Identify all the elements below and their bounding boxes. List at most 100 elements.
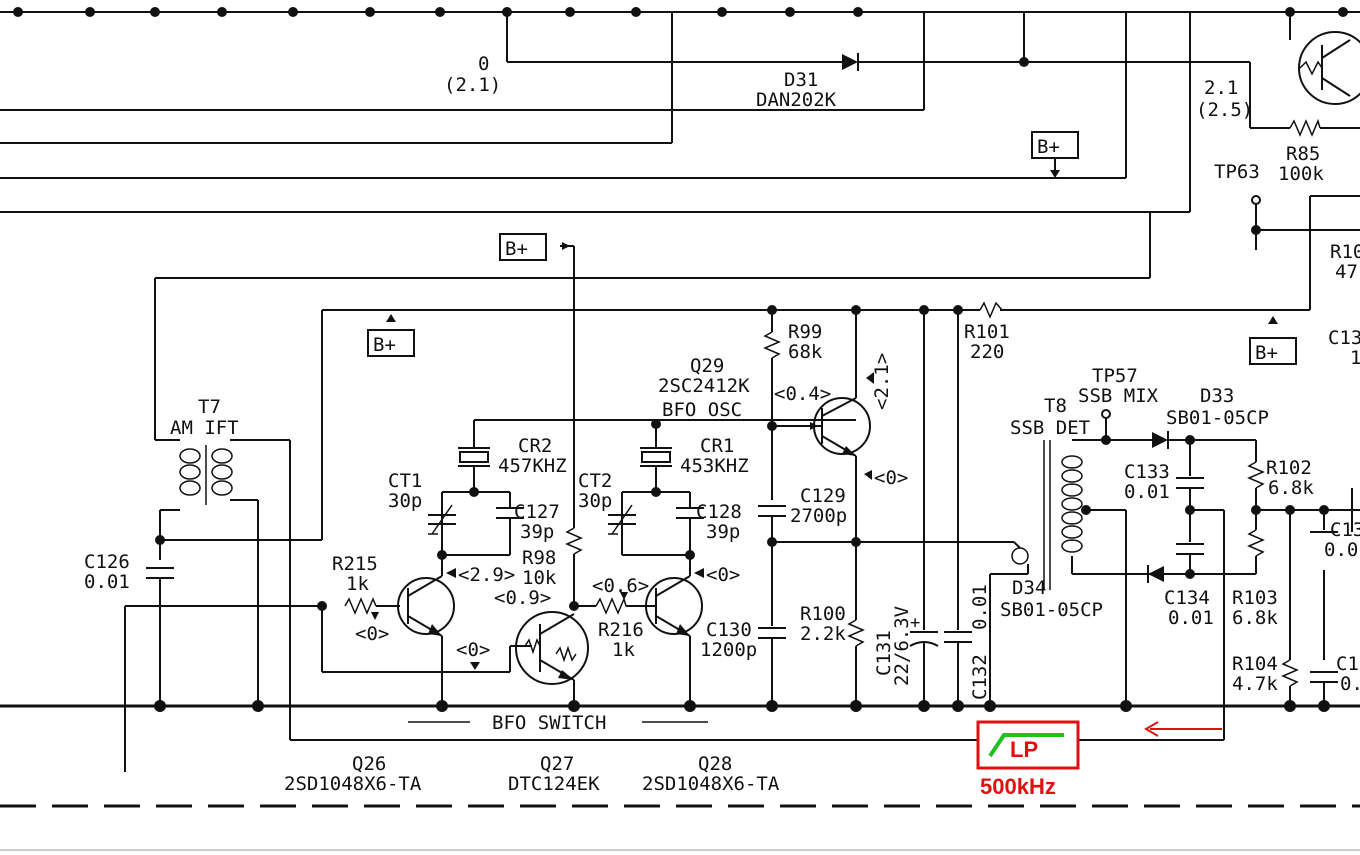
lp-label: LP xyxy=(1010,737,1038,762)
d33-part: SB01-05CP xyxy=(1166,407,1269,429)
q26-transistor xyxy=(397,555,455,706)
q29-part: 2SC2412K xyxy=(658,375,750,397)
q27-base-v: <0.9> xyxy=(494,587,551,609)
r103-ref: R103 xyxy=(1232,587,1278,609)
r100-ref: R100 xyxy=(800,603,846,625)
ct1-c127-network xyxy=(428,478,524,560)
r104-val: 4.7k xyxy=(1232,673,1278,695)
c130-ref: C130 xyxy=(706,619,752,641)
c13-val-partial: 1 xyxy=(1350,347,1360,369)
r10-partial: R10 xyxy=(1330,241,1360,263)
r101-val: 220 xyxy=(970,341,1004,363)
c134-val: 0.01 xyxy=(1168,607,1214,629)
r102-r103-resistors xyxy=(1247,440,1360,706)
q27-part: DTC124EK xyxy=(508,773,600,795)
ct2-val: 30p xyxy=(578,490,612,512)
c128-val: 39p xyxy=(706,521,740,543)
cr1-val: 453KHZ xyxy=(680,455,749,477)
q29-emit-v: <0> xyxy=(874,467,908,489)
c131-val: 22/6.3V xyxy=(891,606,913,686)
red-arrow xyxy=(1144,721,1222,737)
r10-val-partial: 47 xyxy=(1335,261,1358,283)
svg-text:+: + xyxy=(910,613,920,633)
c126-capacitor xyxy=(146,567,174,706)
t7-func: AM IFT xyxy=(170,417,239,439)
q26-ref: Q26 xyxy=(352,753,386,775)
q27-ref: Q27 xyxy=(540,753,574,775)
ground-rail xyxy=(0,700,1360,712)
svg-text:B+: B+ xyxy=(1037,136,1060,158)
freq-label: 500kHz xyxy=(980,774,1056,799)
svg-text:B+: B+ xyxy=(505,238,528,260)
q28-transistor xyxy=(645,555,703,706)
r104-ref: R104 xyxy=(1232,653,1278,675)
q29-func: BFO OSC xyxy=(662,399,742,421)
c128-ref: C128 xyxy=(696,501,742,523)
c127-val: 39p xyxy=(520,521,554,543)
q26-part: 2SD1048X6-TA xyxy=(284,773,422,795)
top-right-transistor xyxy=(1298,31,1360,105)
c129-capacitor xyxy=(758,505,1014,626)
c1x-val: 0. xyxy=(1340,673,1360,695)
volt-label-2-1: 2.1 xyxy=(1204,77,1238,99)
q28-coll-v: <0> xyxy=(706,564,740,586)
d33-ref: D33 xyxy=(1200,385,1234,407)
d31-part: DAN202K xyxy=(756,89,837,111)
bplus-box-3: B+ xyxy=(367,314,415,357)
bfo-switch-label: BFO SWITCH xyxy=(492,712,606,734)
cr1-ref: CR1 xyxy=(700,435,734,457)
c132-val: 0.01 xyxy=(969,584,991,630)
r99-resistor xyxy=(763,305,781,500)
c1x-partial: C1 xyxy=(1336,653,1359,675)
r103-val: 6.8k xyxy=(1232,607,1278,629)
c129-val: 2700p xyxy=(790,505,847,527)
q26-base-v: <0> xyxy=(355,623,389,645)
ct1-val: 30p xyxy=(388,490,422,512)
ct1-ref: CT1 xyxy=(388,470,422,492)
tp63-label: TP63 xyxy=(1214,161,1260,183)
q28-ref: Q28 xyxy=(698,753,732,775)
t8-transformer xyxy=(989,409,1152,706)
c130-val: 1200p xyxy=(700,639,757,661)
cr2-crystal xyxy=(458,419,856,478)
c131-ref: C131 xyxy=(873,630,895,676)
r216-ref: R216 xyxy=(598,619,644,641)
svg-text:B+: B+ xyxy=(373,334,396,356)
top-rail-junctions xyxy=(13,7,1348,67)
d33-diode xyxy=(1152,431,1256,449)
q28-base-v: <0.6> xyxy=(592,575,649,597)
r98-val: 10k xyxy=(522,567,557,589)
r99-val: 68k xyxy=(788,341,823,363)
bplus-box-4: B+ xyxy=(1249,316,1297,365)
lp-filter-annotation: LP xyxy=(976,720,1080,770)
c126-val: 0.01 xyxy=(84,571,130,593)
d31-diode xyxy=(842,53,859,71)
svg-text:B+: B+ xyxy=(1255,342,1278,364)
cr1-crystal xyxy=(640,419,672,478)
r99-ref: R99 xyxy=(788,321,822,343)
d34-ref: D34 xyxy=(1012,577,1046,599)
c129-ref: C129 xyxy=(800,485,846,507)
q26-coll-v: <2.9> xyxy=(458,564,515,586)
d34-diode xyxy=(1147,565,1256,583)
c133-c134-capacitors xyxy=(1176,440,1225,740)
volt-label-2-1-paren: (2.1) xyxy=(444,74,501,96)
c133-val: 0.01 xyxy=(1124,481,1170,503)
cr2-val: 457KHZ xyxy=(498,455,567,477)
bplus-box-2: B+ xyxy=(499,233,574,261)
c134-ref: C134 xyxy=(1164,587,1210,609)
r215-val: 1k xyxy=(346,573,369,595)
r98-resistor xyxy=(565,246,583,611)
c13x-partial: C13 xyxy=(1330,519,1360,541)
r216-val: 1k xyxy=(612,639,635,661)
q27-v2: <0> xyxy=(456,639,490,661)
r101-resistor xyxy=(924,301,1003,706)
top-rails xyxy=(0,11,1360,213)
q26-wiring xyxy=(124,597,525,772)
t7-wiring xyxy=(154,212,1151,740)
q29-coll-v: <2.1> xyxy=(871,353,893,410)
r85-resistor xyxy=(1289,118,1321,137)
d31-ref: D31 xyxy=(784,69,818,91)
q29-base-v: <0.4> xyxy=(774,383,831,405)
